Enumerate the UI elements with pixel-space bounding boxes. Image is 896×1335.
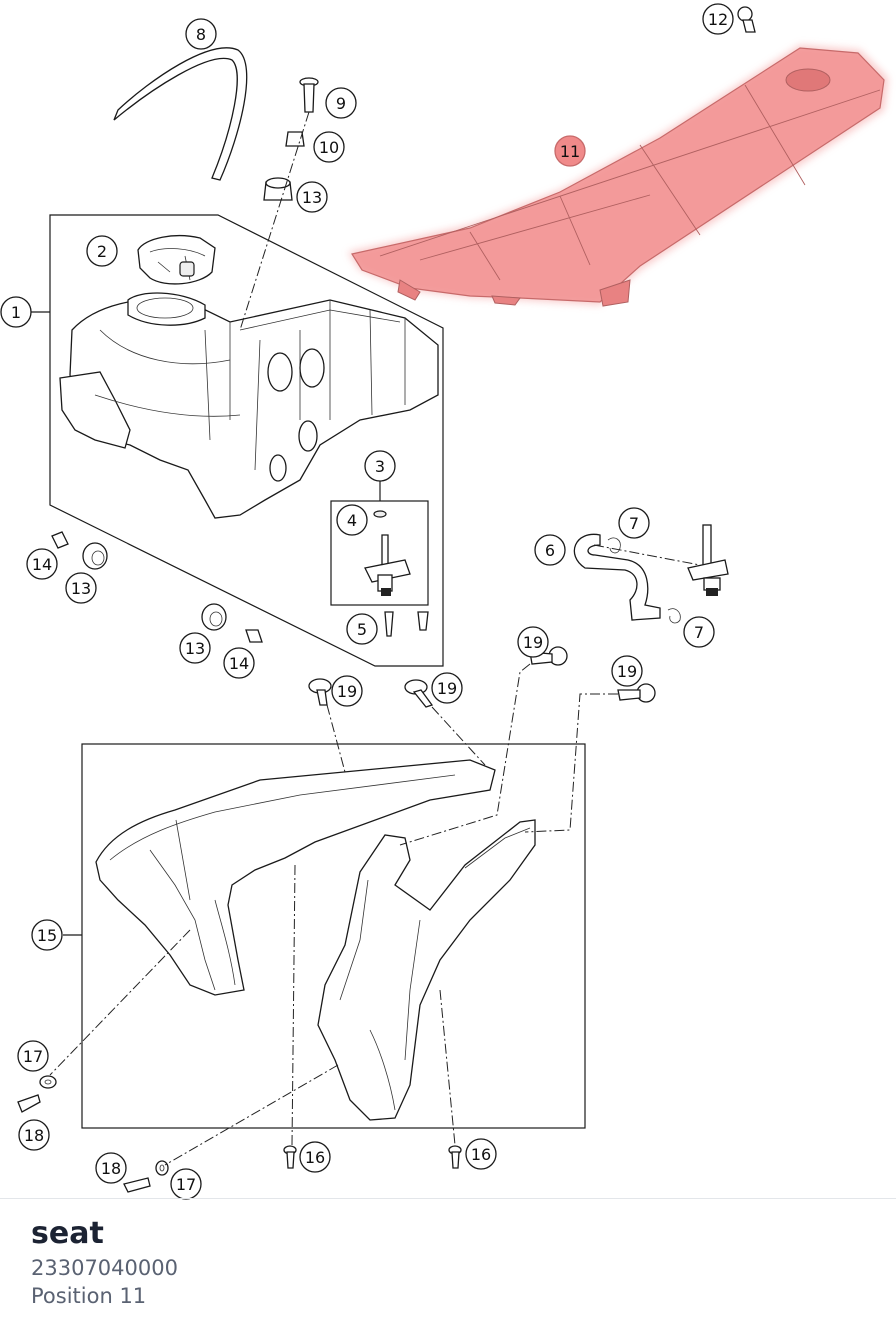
tap-screws[interactable] xyxy=(384,611,429,637)
svg-text:12: 12 xyxy=(708,10,728,29)
screw-16-right[interactable] xyxy=(448,1145,462,1169)
svg-text:15: 15 xyxy=(37,926,57,945)
seat[interactable] xyxy=(348,45,888,307)
svg-text:8: 8 xyxy=(196,25,206,44)
callout-11[interactable]: 11 xyxy=(554,135,586,167)
spoiler-right[interactable] xyxy=(317,819,536,1121)
callout-4[interactable]: 4 xyxy=(336,504,368,536)
screw-18-left[interactable] xyxy=(17,1094,41,1113)
svg-text:10: 10 xyxy=(319,138,339,157)
fuel-tank[interactable] xyxy=(59,292,439,519)
svg-text:19: 19 xyxy=(337,682,357,701)
callout-18-bottom[interactable]: 18 xyxy=(95,1152,127,1184)
rubber-grommet-left[interactable] xyxy=(82,542,108,570)
rivet-19-b[interactable] xyxy=(404,679,434,708)
part-info-panel: seat 23307040000 Position 11 xyxy=(31,1214,178,1310)
callout-19-d[interactable]: 19 xyxy=(611,655,643,687)
callout-13-mid[interactable]: 13 xyxy=(179,632,211,664)
svg-text:17: 17 xyxy=(23,1047,43,1066)
washer-17-bottom[interactable] xyxy=(155,1160,169,1176)
callout-6[interactable]: 6 xyxy=(534,534,566,566)
assembly-lines xyxy=(49,111,701,1166)
seat-screw[interactable] xyxy=(737,6,756,33)
svg-text:13: 13 xyxy=(71,579,91,598)
washer-17-left[interactable] xyxy=(39,1075,57,1089)
svg-text:14: 14 xyxy=(229,654,249,673)
svg-text:18: 18 xyxy=(24,1126,44,1145)
fuel-tap-right[interactable] xyxy=(687,524,729,596)
tank-screw-left[interactable] xyxy=(51,531,69,549)
tank-bolt[interactable] xyxy=(299,77,319,113)
svg-text:16: 16 xyxy=(305,1148,325,1167)
callout-19-c[interactable]: 19 xyxy=(517,626,549,658)
hose-clamps[interactable] xyxy=(607,537,681,624)
rubber-grommet-top[interactable] xyxy=(263,177,293,201)
svg-text:16: 16 xyxy=(471,1145,491,1164)
svg-text:3: 3 xyxy=(375,457,385,476)
callouts: 1 2 3 4 5 6 7 7 8 9 10 11 12 13 13 13 14… xyxy=(0,3,734,1200)
breather-hose[interactable] xyxy=(113,47,248,181)
part-position: Position 11 xyxy=(31,1284,147,1308)
callout-10[interactable]: 10 xyxy=(313,131,345,163)
svg-text:13: 13 xyxy=(185,639,205,658)
fuel-tap[interactable] xyxy=(364,510,411,596)
svg-text:4: 4 xyxy=(347,511,357,530)
rivet-19-a[interactable] xyxy=(308,678,332,706)
callout-14-mid[interactable]: 14 xyxy=(223,647,255,679)
callout-19-b[interactable]: 19 xyxy=(431,672,463,704)
callout-8[interactable]: 8 xyxy=(185,18,217,50)
svg-text:11: 11 xyxy=(560,142,580,161)
svg-text:14: 14 xyxy=(32,555,52,574)
rivet-19-c[interactable] xyxy=(529,646,568,666)
svg-text:6: 6 xyxy=(545,541,555,560)
rivet-19-d[interactable] xyxy=(617,683,656,703)
callout-14-left[interactable]: 14 xyxy=(26,548,58,580)
callout-5[interactable]: 5 xyxy=(346,613,378,645)
part-name: seat xyxy=(31,1216,104,1251)
callout-16-left[interactable]: 16 xyxy=(299,1141,331,1173)
svg-text:9: 9 xyxy=(336,94,346,113)
exploded-parts-diagram: 1 2 3 4 5 6 7 7 8 9 10 11 12 13 13 13 14… xyxy=(0,3,888,1200)
callout-9[interactable]: 9 xyxy=(325,87,357,119)
svg-text:13: 13 xyxy=(302,188,322,207)
callout-18-left[interactable]: 18 xyxy=(18,1119,50,1151)
callout-13-top[interactable]: 13 xyxy=(296,181,328,213)
svg-text:19: 19 xyxy=(437,679,457,698)
fuel-tank-group-frame xyxy=(49,214,444,667)
callout-7-top[interactable]: 7 xyxy=(618,507,650,539)
callout-15[interactable]: 15 xyxy=(31,919,63,951)
svg-text:1: 1 xyxy=(11,303,21,322)
svg-text:7: 7 xyxy=(694,623,704,642)
svg-text:18: 18 xyxy=(101,1159,121,1178)
callout-16-right[interactable]: 16 xyxy=(465,1138,497,1170)
callout-13-left[interactable]: 13 xyxy=(65,572,97,604)
part-number: 23307040000 xyxy=(31,1256,178,1280)
svg-text:19: 19 xyxy=(617,662,637,681)
callout-17-left[interactable]: 17 xyxy=(17,1040,49,1072)
callout-1[interactable]: 1 xyxy=(0,296,32,328)
rubber-grommet-mid[interactable] xyxy=(201,603,227,631)
svg-text:19: 19 xyxy=(523,633,543,652)
fuel-hose[interactable] xyxy=(573,533,661,621)
svg-text:5: 5 xyxy=(357,620,367,639)
spoiler-group-frame xyxy=(81,743,586,1129)
spoiler-left[interactable] xyxy=(95,759,496,996)
callout-17-bottom[interactable]: 17 xyxy=(170,1168,202,1200)
callout-2[interactable]: 2 xyxy=(86,235,118,267)
info-divider xyxy=(0,1198,896,1199)
screw-18-bottom[interactable] xyxy=(123,1177,151,1193)
callout-19-a[interactable]: 19 xyxy=(331,675,363,707)
fuel-cap[interactable] xyxy=(137,235,216,285)
svg-text:17: 17 xyxy=(176,1175,196,1194)
tank-screw-mid[interactable] xyxy=(245,629,263,643)
callout-3[interactable]: 3 xyxy=(364,450,396,482)
leader-lines xyxy=(31,311,381,936)
callout-7-bottom[interactable]: 7 xyxy=(683,616,715,648)
svg-text:2: 2 xyxy=(97,242,107,261)
svg-text:7: 7 xyxy=(629,514,639,533)
screw-16-left[interactable] xyxy=(283,1145,297,1169)
callout-12[interactable]: 12 xyxy=(702,3,734,35)
bushing[interactable] xyxy=(285,131,305,147)
